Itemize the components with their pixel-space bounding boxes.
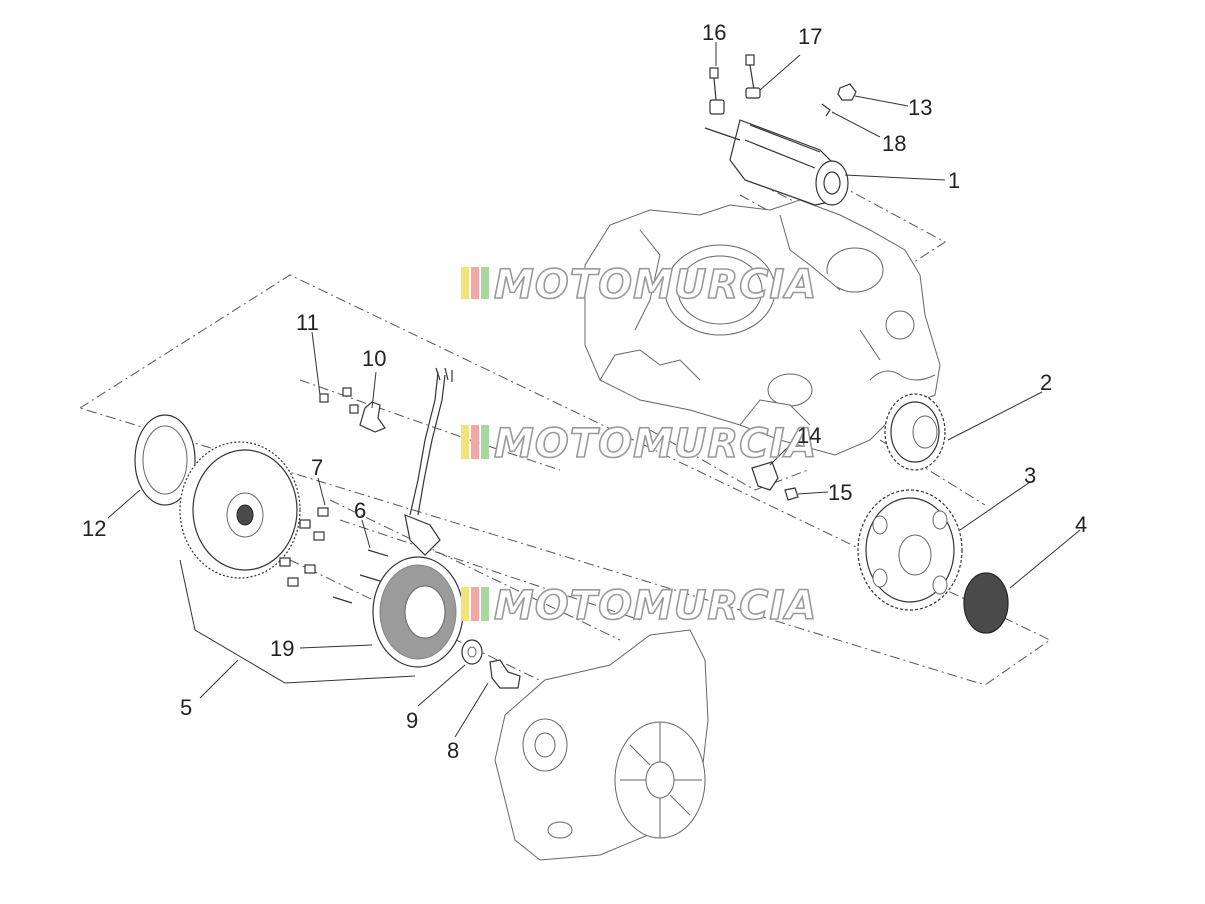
callout-13: 13	[908, 95, 932, 120]
callout-16: 16	[702, 20, 726, 45]
callout-12: 12	[82, 516, 106, 541]
bracket-10	[319, 387, 386, 433]
callout-18: 18	[882, 131, 906, 156]
rotor-flywheel	[134, 414, 301, 579]
freewheel-4	[963, 572, 1009, 634]
callout-11: 11	[296, 310, 319, 335]
bolts-6	[332, 549, 389, 604]
callout-19: 19	[270, 636, 294, 661]
generator-cover	[494, 629, 709, 861]
watermark-stripe	[471, 267, 479, 299]
callout-3: 3	[1024, 463, 1036, 488]
starter-fasteners	[709, 54, 857, 117]
watermark-top: MOTOMURCIA	[461, 261, 817, 309]
washer-bolt	[461, 639, 521, 689]
watermark-stripe	[481, 587, 489, 621]
callout-9: 9	[406, 708, 418, 733]
watermark-text: MOTOMURCIA	[494, 262, 817, 308]
watermark-text: MOTOMURCIA	[494, 421, 817, 467]
wiring-harness	[404, 367, 453, 556]
callouts: 1 2 3 4 5 6 7 8 9 10 11 12 13 14 15 16 1…	[82, 20, 1087, 763]
watermark-stripe	[461, 267, 469, 299]
callout-10: 10	[362, 346, 386, 371]
stator-19	[372, 556, 464, 668]
callout-8: 8	[447, 738, 459, 763]
gear-3	[857, 489, 963, 611]
watermark-text: MOTOMURCIA	[494, 583, 817, 629]
callout-14: 14	[797, 423, 821, 448]
callout-4: 4	[1075, 512, 1087, 537]
watermark-bottom: MOTOMURCIA	[461, 582, 817, 630]
crankcase	[584, 199, 941, 456]
gear-2	[884, 393, 946, 471]
bolts-7	[279, 507, 329, 587]
callout-1: 1	[948, 168, 960, 193]
callout-2: 2	[1040, 370, 1052, 395]
watermark-middle: MOTOMURCIA	[461, 420, 817, 468]
callout-5: 5	[180, 695, 192, 720]
watermark-stripe	[481, 267, 489, 299]
starter-motor	[704, 119, 849, 206]
leader-lines	[107, 42, 1081, 738]
callout-15: 15	[828, 480, 852, 505]
callout-6: 6	[354, 498, 366, 523]
callout-17: 17	[798, 24, 822, 49]
sensor-14	[751, 461, 799, 501]
callout-7: 7	[311, 455, 323, 480]
watermark-stripe	[471, 425, 479, 459]
group-bracket-5	[179, 559, 416, 684]
watermark-stripe	[471, 587, 479, 621]
watermark-stripe	[481, 425, 489, 459]
watermark-stripe	[461, 587, 469, 621]
watermark-stripe	[461, 425, 469, 459]
